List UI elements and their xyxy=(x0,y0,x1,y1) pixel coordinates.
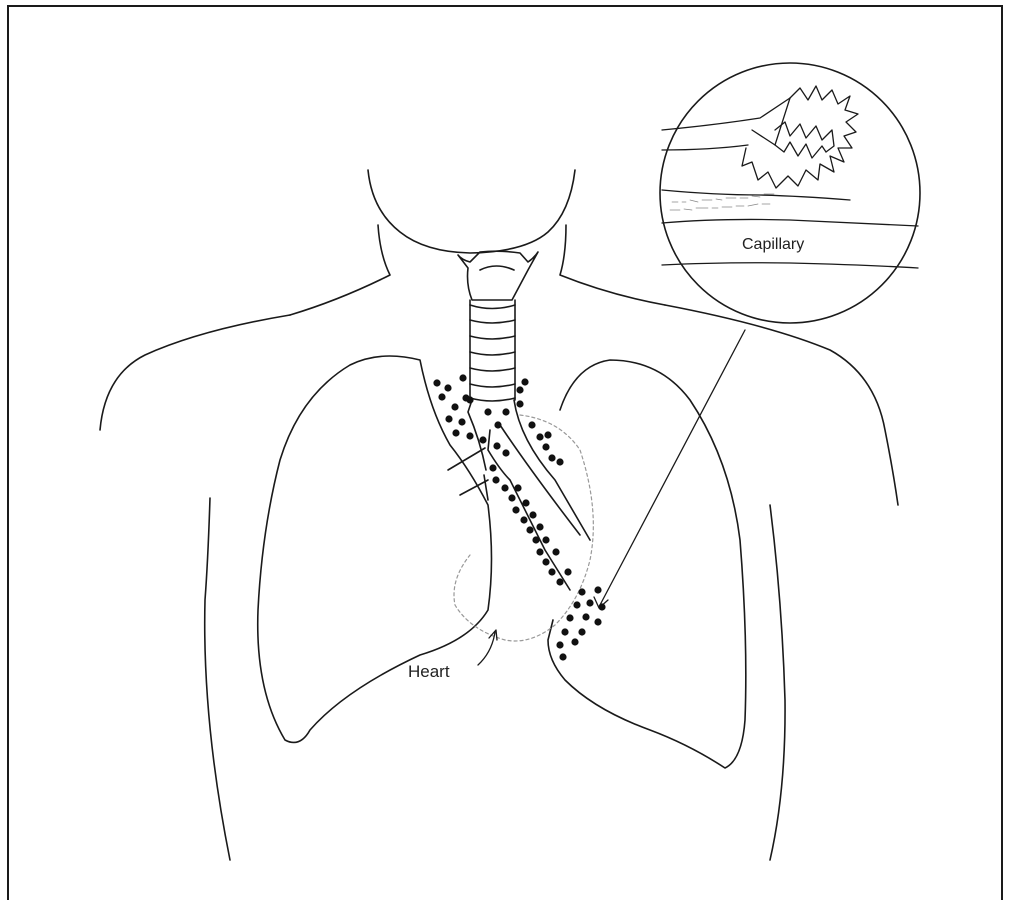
particle-dot xyxy=(466,396,473,403)
particle-dot xyxy=(548,454,555,461)
neck-outline xyxy=(368,170,575,253)
neck-right-side xyxy=(560,225,665,305)
particle-dot xyxy=(532,536,539,543)
particle-dot xyxy=(586,599,593,606)
particle-dot xyxy=(445,415,452,422)
particle-dot xyxy=(529,511,536,518)
particle-dot xyxy=(458,418,465,425)
particle-dot xyxy=(479,436,486,443)
particle-dot xyxy=(556,578,563,585)
particle-dot xyxy=(559,653,566,660)
particle-dot xyxy=(536,548,543,555)
capillary-cells xyxy=(670,194,774,210)
particle-dot xyxy=(502,408,509,415)
torso-left-side xyxy=(205,498,230,860)
particle-dot xyxy=(573,601,580,608)
particle-dot xyxy=(494,421,501,428)
particle-dot xyxy=(552,548,559,555)
trachea xyxy=(470,300,515,401)
left-shoulder xyxy=(100,315,290,430)
heart-label-arrow xyxy=(478,632,495,665)
particle-dot xyxy=(508,494,515,501)
particle-dot xyxy=(516,386,523,393)
particle-dot xyxy=(561,628,568,635)
left-lung xyxy=(548,360,746,768)
torso-right-side xyxy=(770,505,785,860)
particle-dot xyxy=(594,586,601,593)
particle-dot xyxy=(484,408,491,415)
alveolus-detail xyxy=(594,86,918,608)
particle-dot xyxy=(556,458,563,465)
particle-dot xyxy=(528,421,535,428)
particle-dot xyxy=(466,432,473,439)
particle-dot xyxy=(516,400,523,407)
particle-dot xyxy=(536,433,543,440)
particle-dot xyxy=(542,443,549,450)
particle-dot xyxy=(514,484,521,491)
particle-dot xyxy=(512,506,519,513)
particle-dots xyxy=(433,374,605,660)
heart-outline xyxy=(454,415,593,641)
particle-dot xyxy=(521,378,528,385)
particle-dot xyxy=(526,526,533,533)
particle-dot xyxy=(566,614,573,621)
left-bronchus-branch-lower xyxy=(460,480,488,495)
particle-dot xyxy=(544,431,551,438)
larynx-inner xyxy=(480,266,514,270)
particle-dot xyxy=(444,384,451,391)
particle-dot xyxy=(502,449,509,456)
particle-dot xyxy=(564,568,571,575)
particle-dot xyxy=(598,603,605,610)
right-shoulder xyxy=(665,305,898,505)
particle-dot xyxy=(548,568,555,575)
particle-dot xyxy=(433,379,440,386)
particle-dot xyxy=(594,618,601,625)
particle-dot xyxy=(556,641,563,648)
particle-dot xyxy=(520,516,527,523)
particle-dot xyxy=(571,638,578,645)
neck-left-side xyxy=(290,225,390,315)
heart-label: Heart xyxy=(408,662,450,681)
particle-dot xyxy=(578,628,585,635)
particle-dot xyxy=(492,476,499,483)
particle-dot xyxy=(489,464,496,471)
larynx xyxy=(458,251,538,300)
particle-dot xyxy=(459,374,466,381)
particle-dot xyxy=(536,523,543,530)
right-lung xyxy=(258,356,492,742)
particle-dot xyxy=(451,403,458,410)
particle-dot xyxy=(493,442,500,449)
bronchi xyxy=(448,400,590,590)
particle-dot xyxy=(501,484,508,491)
particle-dot xyxy=(438,393,445,400)
particle-dot xyxy=(452,429,459,436)
capillary-label: Capillary xyxy=(742,236,804,253)
particle-dot xyxy=(522,499,529,506)
particle-dot xyxy=(582,613,589,620)
particle-dot xyxy=(542,558,549,565)
particle-dot xyxy=(578,588,585,595)
particle-dot xyxy=(542,536,549,543)
